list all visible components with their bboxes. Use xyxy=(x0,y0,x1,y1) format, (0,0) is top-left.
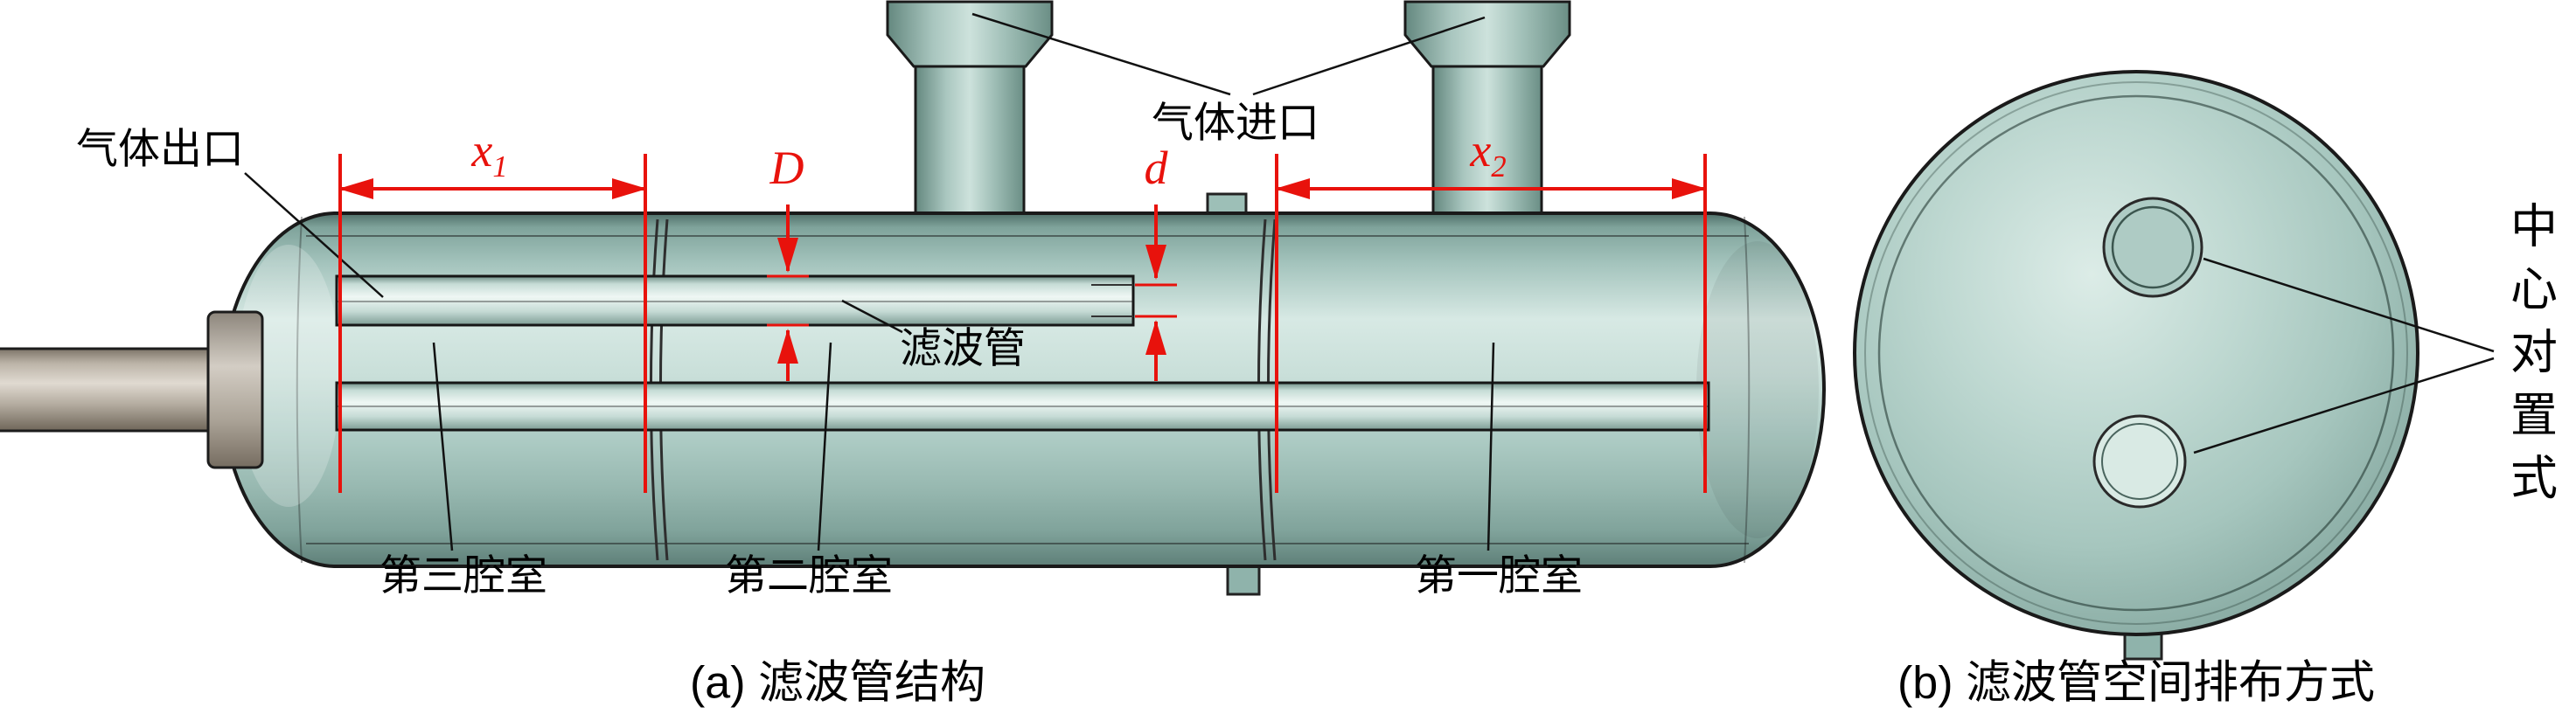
inlet-pipe-1-flange xyxy=(886,0,1054,68)
arrangement-label: 中心对置式 xyxy=(2503,201,2556,516)
gas-outlet-label: 气体出口 xyxy=(75,126,245,173)
dimension-d-label: d xyxy=(1144,142,1168,194)
leader-filter-tube xyxy=(841,299,903,334)
leader-gas-inlet-left xyxy=(971,12,1231,96)
end-view-rim-ring xyxy=(1877,94,2395,612)
leader-arrangement-bottom xyxy=(2193,357,2495,454)
side-view xyxy=(0,0,1826,596)
x2-subscript: 2 xyxy=(1491,149,1507,184)
inlet-pipe-1 xyxy=(886,0,1054,222)
caption-panel-b: (b) 滤波管空间排布方式 xyxy=(1897,657,2376,709)
chamber-second-label: 第二腔室 xyxy=(724,552,894,600)
gas-inlet-label: 气体进口 xyxy=(1151,100,1320,147)
caption-panel-a: (a) 滤波管结构 xyxy=(689,657,986,709)
x1-subscript: 1 xyxy=(492,149,508,184)
outlet-pipe-flange xyxy=(206,310,264,469)
tube-end-top xyxy=(2102,197,2204,298)
leader-arrangement-top xyxy=(2203,257,2495,353)
x2-symbol: x xyxy=(1470,124,1492,177)
right-head-shadow xyxy=(1696,241,1819,538)
tube-end-bottom xyxy=(2092,414,2187,509)
leader-gas-outlet xyxy=(244,172,384,298)
inlet-pipe-2-flange xyxy=(1403,0,1571,68)
upper-filter-tube xyxy=(335,274,1135,327)
end-view-flange-ring xyxy=(1864,81,2408,625)
lower-filter-tube xyxy=(335,381,1710,432)
end-view-leaders xyxy=(2193,257,2495,454)
dimension-lines xyxy=(338,154,1707,493)
head-seam-right xyxy=(1744,216,1751,564)
dimension-x1-label: x1 xyxy=(471,123,507,184)
head-seam-left xyxy=(296,216,303,564)
dimension-x2-label: x2 xyxy=(1470,123,1506,184)
chamber-first-label: 第一腔室 xyxy=(1414,552,1584,600)
leader-gas-inlet-right xyxy=(1252,16,1486,96)
outlet-pipe xyxy=(0,310,264,469)
x1-symbol: x xyxy=(471,124,493,177)
end-view-shell xyxy=(1853,70,2419,636)
dimension-D-label: D xyxy=(769,142,804,194)
leader-chamber-second xyxy=(817,342,832,551)
end-view xyxy=(1853,70,2495,661)
leader-lines xyxy=(244,12,1495,551)
leader-chamber-first xyxy=(1486,342,1495,551)
leader-chamber-third xyxy=(432,342,454,551)
filter-tube-label: 滤波管 xyxy=(899,325,1027,372)
chamber-third-label: 第三腔室 xyxy=(379,552,548,600)
